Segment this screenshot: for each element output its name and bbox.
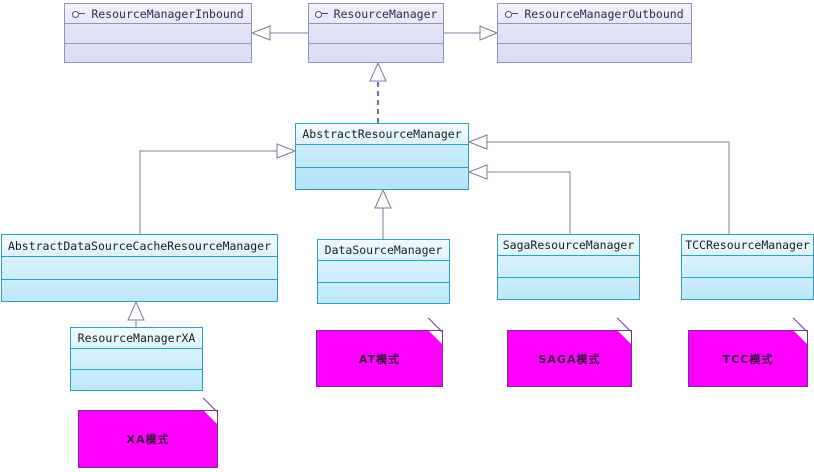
note-fold-corner-icon (794, 331, 807, 344)
note-label: SAGA模式 (538, 352, 601, 366)
interface-name: ResourceManagerOutbound (524, 6, 684, 21)
edge-datasource-manager-to-abstract-rm (374, 188, 392, 239)
class-attributes-compartment (2, 257, 277, 280)
interface-resource-manager[interactable]: ResourceManager (308, 3, 444, 63)
note-fold-line-icon (427, 317, 442, 332)
edge-rm-xa-to-dscache (127, 300, 145, 327)
class-name: ResourceManagerXA (77, 331, 196, 345)
class-operations-compartment (318, 283, 449, 303)
interface-title-row: ResourceManager (309, 4, 443, 24)
class-operations-compartment (2, 280, 277, 301)
interface-title-row: ResourceManagerOutbound (498, 4, 691, 24)
interface-lollipop-icon (505, 9, 519, 19)
class-name: TCCResourceManager (685, 238, 810, 252)
class-title-row: ResourceManagerXA (71, 328, 202, 349)
class-operations-compartment (296, 168, 468, 189)
class-abstract-resource-manager[interactable]: AbstractResourceManager (295, 123, 469, 190)
interface-lollipop-icon (314, 9, 329, 19)
edge-tcc-to-abstract-rm (467, 134, 730, 234)
note-fold-corner-icon (204, 411, 217, 424)
interface-attributes-compartment (498, 24, 691, 44)
class-saga-resource-manager[interactable]: SagaResourceManager (497, 234, 640, 300)
class-attributes-compartment (71, 349, 202, 370)
interface-title-row: ResourceManagerInbound (65, 4, 251, 24)
class-name: AbstractResourceManager (302, 127, 462, 141)
note-xa-mode[interactable]: XA模式 (78, 397, 218, 468)
edge-rm-to-rm-inbound (250, 25, 308, 41)
note-fold-corner-icon (429, 331, 442, 344)
class-datasource-manager[interactable]: DataSourceManager (317, 239, 450, 304)
interface-operations-compartment (65, 44, 251, 62)
class-name: AbstractDataSourceCacheResourceManager (7, 238, 272, 253)
note-fold-corner-icon (618, 331, 631, 344)
interface-resource-manager-outbound[interactable]: ResourceManagerOutbound (497, 3, 692, 63)
class-resource-manager-xa[interactable]: ResourceManagerXA (70, 327, 203, 391)
interface-name: ResourceManager (333, 6, 438, 21)
note-fold-line-icon (792, 317, 807, 332)
interface-name: ResourceManagerInbound (91, 6, 244, 21)
interface-attributes-compartment (65, 24, 251, 44)
class-title-row: DataSourceManager (318, 240, 449, 261)
class-operations-compartment (71, 370, 202, 390)
class-title-row: SagaResourceManager (498, 235, 639, 256)
class-attributes-compartment (498, 256, 639, 278)
edge-dscache-to-abstract-rm (139, 143, 297, 234)
class-title-row: AbstractResourceManager (296, 124, 468, 145)
edge-abstract-rm-to-rm (369, 61, 387, 123)
note-fold-line-icon (202, 397, 217, 412)
class-attributes-compartment (296, 145, 468, 168)
class-operations-compartment (498, 278, 639, 299)
interface-resource-manager-inbound[interactable]: ResourceManagerInbound (64, 3, 252, 63)
note-label: XA模式 (126, 433, 170, 446)
class-title-row: AbstractDataSourceCacheResourceManager (2, 235, 277, 257)
class-attributes-compartment (682, 256, 813, 278)
class-name: SagaResourceManager (502, 238, 635, 252)
interface-attributes-compartment (309, 24, 443, 44)
class-attributes-compartment (318, 261, 449, 283)
note-fold-line-icon (616, 317, 631, 332)
class-tcc-resource-manager[interactable]: TCCResourceManager (681, 234, 814, 300)
note-tcc-mode[interactable]: TCC模式 (688, 317, 808, 387)
interface-operations-compartment (498, 44, 691, 62)
class-name: DataSourceManager (324, 243, 443, 257)
note-label: AT模式 (358, 352, 401, 366)
note-label: TCC模式 (722, 352, 774, 366)
class-abstract-datasource-cache-resource-manager[interactable]: AbstractDataSourceCacheResourceManager (1, 234, 278, 302)
interface-operations-compartment (309, 44, 443, 62)
interface-lollipop-icon (72, 9, 86, 19)
class-title-row: TCCResourceManager (682, 235, 813, 256)
class-operations-compartment (682, 278, 813, 299)
edge-rm-to-rm-outbound (444, 25, 499, 41)
edge-saga-to-abstract-rm (467, 164, 571, 234)
note-at-mode[interactable]: AT模式 (316, 317, 443, 387)
note-saga-mode[interactable]: SAGA模式 (507, 317, 632, 387)
